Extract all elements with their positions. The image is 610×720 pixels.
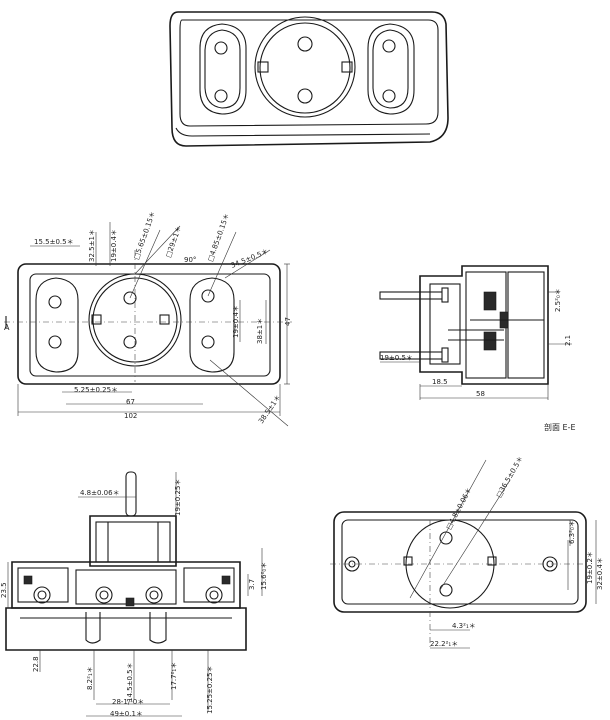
dim-15-25: 15.25±0.25＊: [206, 666, 214, 715]
dim-sq-36-5: □36.5±0.5＊: [495, 455, 525, 499]
dim-34-5: 34.5±0.5＊: [230, 248, 270, 270]
dim-49: 49±0.1＊: [110, 710, 143, 718]
dim-2-1: 2.1: [564, 335, 572, 346]
view-section-e-e: 2.5²₀＊ 2.1 19±0.5＊ 18.5 58 剖面 E-E: [379, 265, 576, 432]
view-back: □4.8±0.06＊ □36.5±0.5＊ 6.3²₀＊ 19±0.2＊ 32±…: [330, 455, 604, 650]
section-caption: 剖面 E-E: [544, 422, 576, 432]
dim-67: 67: [126, 398, 135, 406]
dim-19-25: 19±0.25＊: [174, 479, 182, 516]
dim-32-5: 32.5±1＊: [88, 229, 96, 262]
dim-5-25: 5.25±0.25＊: [74, 386, 118, 394]
dim-6-3: 6.3²₀＊: [568, 520, 576, 544]
dim-19-top: 19±0.4＊: [110, 229, 118, 262]
section-marker-a: A: [4, 323, 10, 332]
dim-18-5: 18.5: [432, 378, 448, 386]
dim-19-back: 19±0.2＊: [586, 551, 594, 584]
dim-sq-5-65: □5.65±0.15＊: [132, 210, 157, 260]
dim-4-8-pin: 4.8±0.06＊: [80, 489, 120, 497]
dim-15-6: 15.6²₀＊: [260, 562, 268, 590]
view-front-dimensioned: A 102 67 5.25±0.25＊ 15.5±0.5＊ 32.5±1＊ 19…: [4, 210, 292, 427]
dim-17-7: 17.7²₁＊: [170, 662, 178, 690]
view-isometric-top: [169, 11, 449, 147]
dim-32: 32±0.4＊: [596, 557, 604, 590]
dim-22-2: 22.2²₁＊: [430, 640, 458, 648]
dim-14-5: 14.5±0.5＊: [126, 662, 134, 702]
dim-angle-90: 90°: [184, 256, 196, 264]
dim-sq-29: □29±1＊: [164, 225, 183, 259]
view-side-section: 4.8±0.06＊ 19±0.25＊ 23.5 3.7 15.6²₀＊ 22.8…: [0, 471, 268, 718]
dim-58: 58: [476, 390, 485, 398]
dim-sq-4-85: □4.85±0.15＊: [206, 212, 231, 262]
dim-15-5: 15.5±0.5＊: [34, 238, 74, 246]
dim-47: 47: [284, 317, 292, 326]
dim-23-5: 23.5: [0, 582, 8, 598]
dim-8-2: 8.2²₁＊: [86, 666, 94, 690]
dim-4-3: 4.3²₁＊: [452, 622, 476, 630]
dim-2-5: 2.5²₀＊: [554, 288, 562, 312]
dim-38: 38±1＊: [256, 318, 264, 344]
dim-19-right: 19±0.4＊: [232, 305, 240, 338]
dim-28: 28-1/-0＊: [112, 698, 144, 706]
dim-38-5: 38.5±1＊: [257, 394, 282, 426]
dim-3-7: 3.7: [248, 579, 256, 590]
dim-102: 102: [124, 412, 137, 420]
dim-19-pin: 19±0.5＊: [380, 354, 413, 362]
dim-22-8: 22.8: [32, 656, 40, 672]
